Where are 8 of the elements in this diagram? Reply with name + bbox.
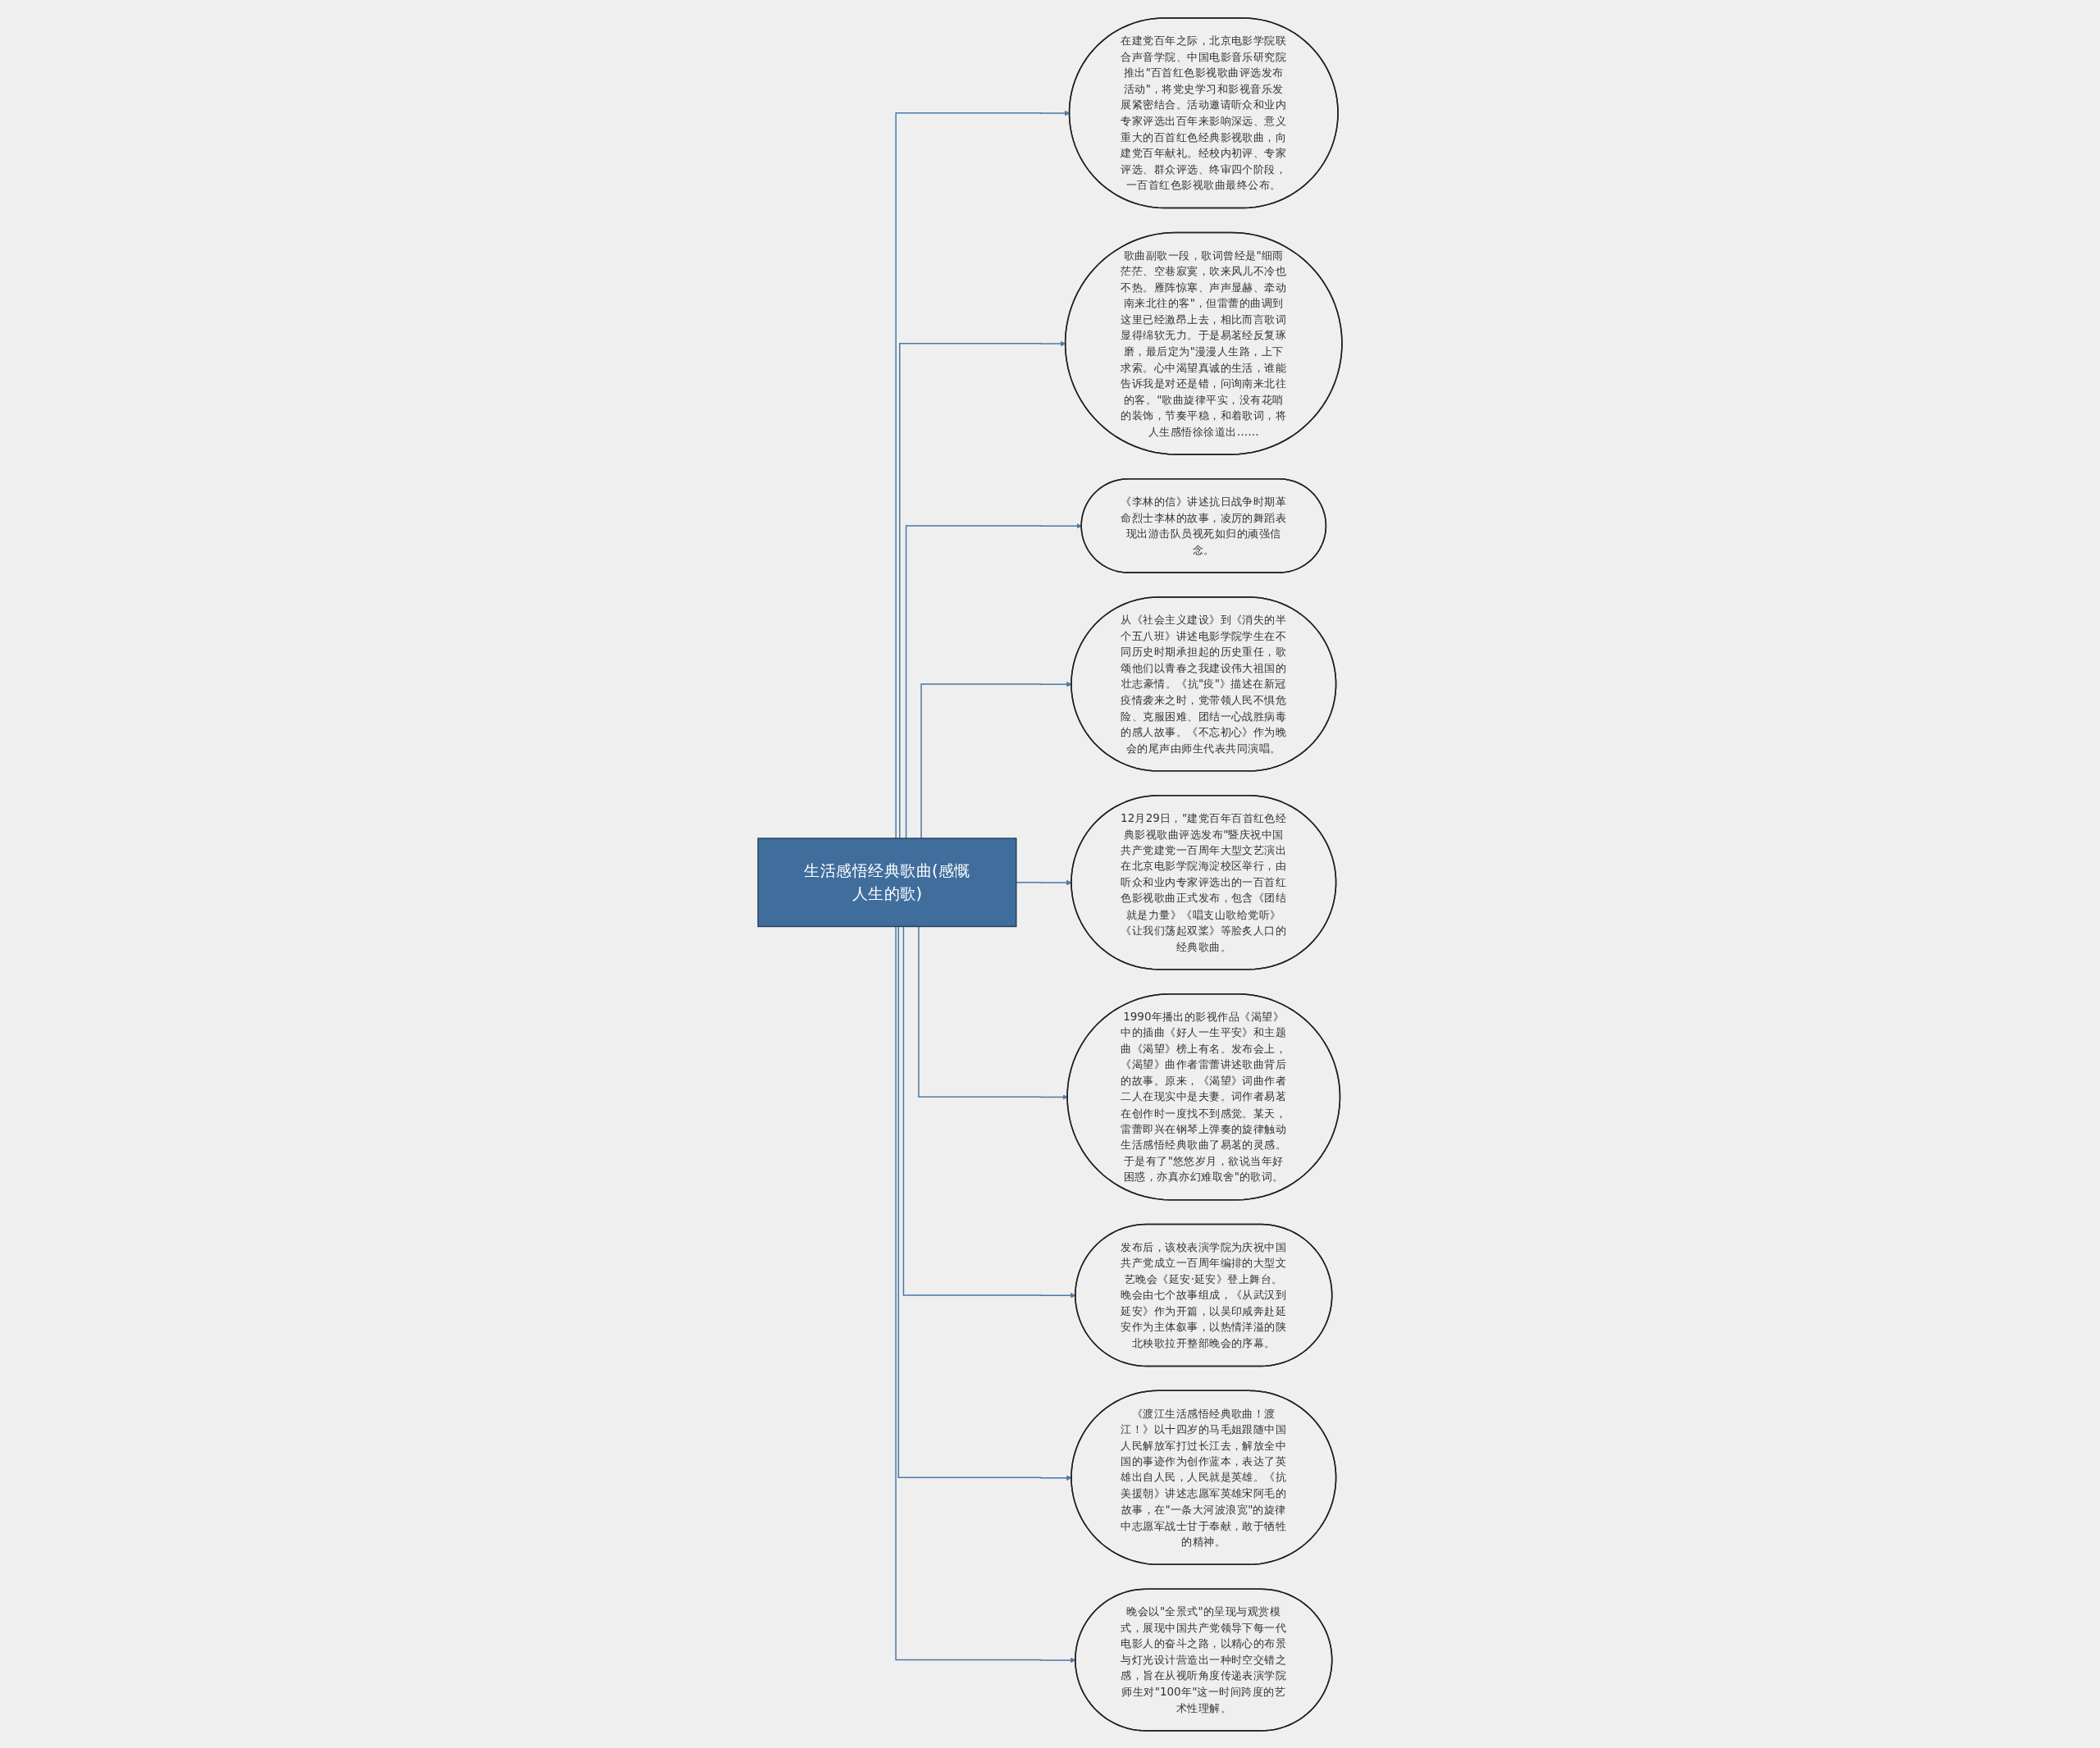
arrow: [905, 523, 1082, 839]
arrow: [895, 110, 1071, 839]
node-box: [757, 837, 1017, 927]
arrow: [1016, 879, 1072, 885]
arrow: [920, 681, 1072, 839]
arrow: [918, 925, 1068, 1100]
arrow: [897, 925, 1072, 1481]
mind-map-drawing: 生活感悟经典歌曲(感慨人生的歌) 在建党百年之际，北京电影学院联合声音学院、中国电影音乐研究院推出"百首红色影视歌曲评选发布活动"，将党史学习和影视音乐发展紧密结合。活动邀请听众和业内专家评选出百年来影响深远、意义重大的百首红色经典影视歌曲，向建党百年献礼。经校内初评、专家评选、群众评选、终审四个阶段，一百首红色影视歌曲最终公布。 歌曲副歌一段，歌词曾经是"细雨茫茫、空巷寂寞，吹来风儿不冷也不热。雁阵惊寒、声声显赫、牵动南来北往的客"，但雷蕾的曲调到这里已经激昂上去，相比而言歌词显得绵软无力。于是易茗经反复琢磨，最后定为"漫漫人生路，上下求索。心中渴望真诚的生活，谁能告诉我是对还是错，问询南来北往的客。"歌曲旋律平实，没有花哨的装饰，节奏平稳，和着歌词，将人生感悟徐徐道出…… 《李林的信》讲述抗日战争时期革命烈士李林的故事，凌厉的舞蹈表现出游击队员视死如归的顽强信念。 从《社会主义建设》到《消失的半个五八班》讲述电影学院学生在不同历史时期承担起的历史重任，歌颂他们以青春之我建设伟大祖国的壮志豪情。《抗"疫"》描述在新冠疫情袭来之时，党带领人民不惧危险、克服困难、团结一心战胜病毒的感人故事。《不忘初心》作为晚会的尾声由师生代表共同演唱。 12月29日，"建党百年百首红色经典影视歌曲评选发布"暨庆祝中国共产党建党一百周年大型文艺演出在北京电影学院海淀校区举行，由听众和业内专家评选出的一百首红色影视歌曲正式发布，包含《团结就是力量》《唱支山歌给党听》《让我们荡起双桨》等脍炙人口的经典歌曲。 1990年播出的影视作品《渴望》中的插曲《好人一生平安》和主题曲《渴望》榜上有名。发布会上，《渴望》曲作者雷蕾讲述歌曲背后的故事。原来，《渴望》词曲作者二人在现实中是夫妻。词作者易茗在创作时一度找不到感觉。某天，雷蕾即兴在钢琴上弹奏的旋律触动生活感悟经典歌曲了易茗的灵感。于是有了"悠悠岁月，欲说当年好困惑，亦真亦幻难取舍"的歌词。 发布后，该校表演学院为庆祝中国共产党成立一百周年编排的大型文艺晚会《延安·延安》登上舞台。晚会由七个故事组成，《从武汉到延安》作为开篇，以吴印咸奔赴延安作为主体叙事，以热情洋溢的陕北秧歌拉开整部晚会的序幕。 《渡江生活感悟经典歌曲！渡江！》以十四岁的马毛姐跟随中国人民解放军打过长江去，解放全中国的事迹作为创作蓝本，表达了英雄出自人民，人民就是英雄。《抗美援朝》讲述志愿军英雄宋阿毛的故事，在"一条大河波浪宽"的旋律中志愿军战士甘于奉献，敢于牺牲的精神。 晚会以"全景式"的呈现与观赏模式，展现中国共产党领导下每一代电影人的奋斗之路，以精心的布景与灯光设计营造出一种时空交错之感，旨在从视听角度传递表演学院师生对"100年"这一时间跨度的艺术性理解。: [25, 12, 2075, 1736]
